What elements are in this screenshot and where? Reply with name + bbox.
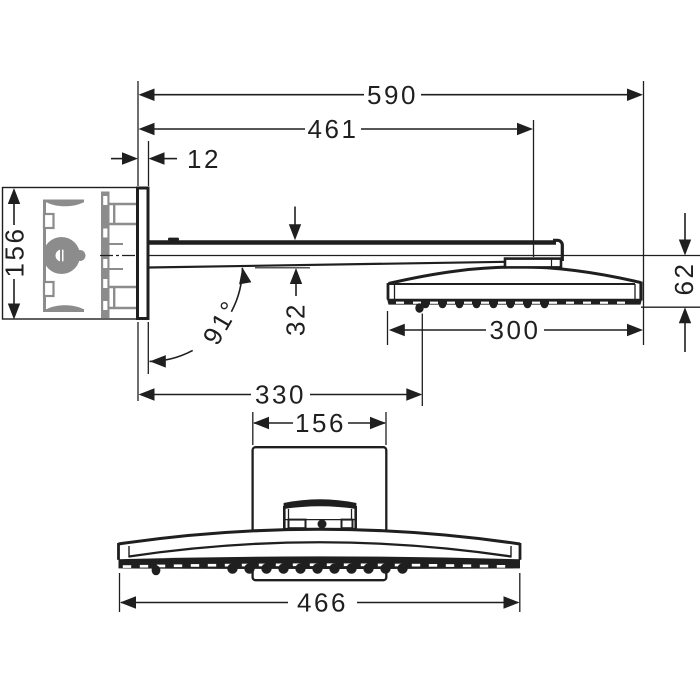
svg-text:300: 300 [490, 315, 541, 345]
svg-text:590: 590 [367, 80, 418, 110]
svg-text:12: 12 [187, 144, 221, 174]
svg-text:461: 461 [308, 114, 359, 144]
svg-text:156: 156 [295, 408, 346, 438]
svg-text:156: 156 [0, 227, 30, 278]
svg-text:62: 62 [669, 262, 699, 296]
svg-text:32: 32 [281, 302, 311, 336]
svg-text:330: 330 [255, 380, 306, 410]
svg-text:466: 466 [297, 588, 348, 618]
